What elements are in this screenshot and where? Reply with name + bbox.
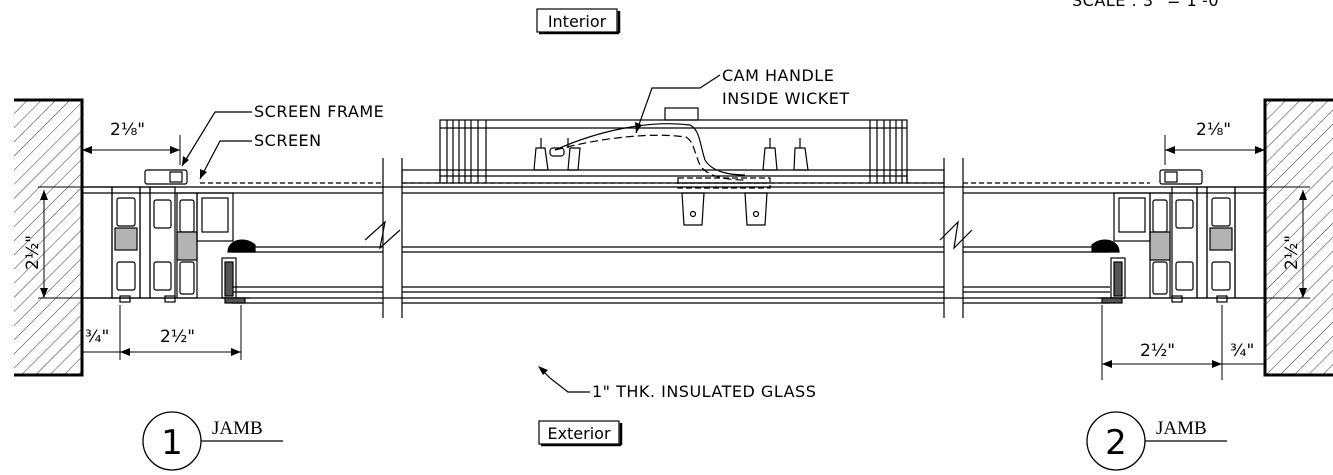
cam-handle-label-line1: CAM HANDLE <box>722 66 834 85</box>
detail-bubble-1: 1 JAMB <box>142 411 283 471</box>
detail-bubble-2: 2 JAMB <box>1086 411 1227 471</box>
svg-text:2: 2 <box>1105 423 1127 463</box>
svg-text:Interior: Interior <box>548 12 607 31</box>
left-frame-depth-dim: 2½" <box>23 235 43 270</box>
break-line-left <box>364 158 403 318</box>
right-frame-width-dim: 2½" <box>1140 341 1175 361</box>
glass-label: 1" THK. INSULATED GLASS <box>592 382 816 401</box>
left-screen-offset-dim: 2⅛" <box>110 120 145 140</box>
screen-label: SCREEN <box>254 131 322 150</box>
inside-wicket <box>401 107 945 184</box>
exterior-label: Exterior <box>538 420 623 447</box>
svg-text:1: 1 <box>161 423 183 463</box>
detail-title-1: JAMB <box>212 418 263 439</box>
detail-title-2: JAMB <box>1156 418 1207 439</box>
svg-text:Exterior: Exterior <box>547 424 611 443</box>
right-frame-depth-dim: 2½" <box>1282 235 1302 270</box>
sash-lines-middle <box>402 182 944 304</box>
interior-label: Interior <box>536 8 621 35</box>
right-shim-dim: ¾" <box>1230 341 1254 361</box>
left-frame-width-dim: 2½" <box>160 327 195 347</box>
left-frame-profile <box>81 169 256 304</box>
right-dimension-arrows <box>1102 146 1307 368</box>
right-wall <box>1263 98 1333 377</box>
scale-note: SCALE : 3" = 1'-0" <box>1072 0 1227 10</box>
leaders <box>181 74 721 393</box>
screen-frame-label: SCREEN FRAME <box>254 102 384 121</box>
cam-handle <box>533 123 809 226</box>
break-line-right <box>939 158 973 318</box>
arrowheads <box>182 122 642 375</box>
cam-handle-label-line2: INSIDE WICKET <box>722 89 850 108</box>
right-screen-offset-dim: 2⅛" <box>1196 120 1231 140</box>
right-dimension-lines <box>1101 135 1310 380</box>
right-frame-profile <box>1091 169 1266 304</box>
left-shim-dim: ¾" <box>85 327 109 347</box>
left-dimension-arrows <box>40 146 241 356</box>
sash-lines-left <box>82 182 1265 304</box>
